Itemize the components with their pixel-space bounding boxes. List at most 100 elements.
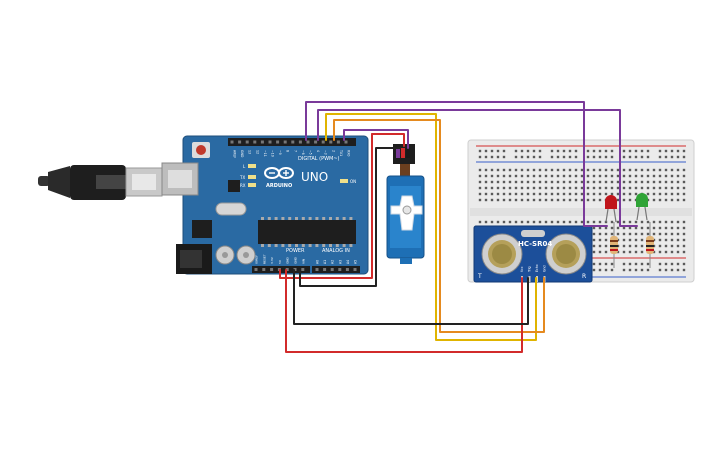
wire-red-5v — [285, 269, 523, 353]
wire-yellow-trig — [325, 113, 537, 341]
breadboard-hole — [646, 180, 650, 184]
breadboard-hole — [592, 268, 596, 272]
digital-pin-hole — [329, 140, 333, 144]
breadboard-hole — [598, 192, 602, 196]
breadboard-hole — [628, 192, 632, 196]
breadboard-hole — [508, 180, 512, 184]
breadboard-hole — [682, 198, 686, 202]
breadboard-hole — [676, 232, 680, 236]
breadboard-hole — [598, 250, 602, 254]
breadboard-hole — [580, 220, 584, 224]
breadboard-hole — [634, 250, 638, 254]
breadboard-hole — [598, 226, 602, 230]
breadboard-hole — [568, 192, 572, 196]
breadboard-hole — [628, 198, 632, 202]
breadboard-hole — [676, 192, 680, 196]
breadboard-hole — [622, 149, 626, 153]
breadboard-hole — [652, 186, 656, 190]
breadboard-hole — [496, 198, 500, 202]
breadboard-hole — [628, 220, 632, 224]
breadboard-hole — [484, 220, 488, 224]
breadboard-hole — [502, 198, 506, 202]
led-tx-label: TX — [239, 175, 245, 180]
breadboard-hole — [616, 226, 620, 230]
breadboard-hole — [568, 168, 572, 172]
breadboard-hole — [502, 149, 506, 153]
breadboard-hole — [496, 149, 500, 153]
breadboard-hole — [544, 186, 548, 190]
breadboard-hole — [544, 220, 548, 224]
power-pin-label: IOREF — [255, 255, 259, 264]
breadboard-hole — [526, 198, 530, 202]
breadboard-hole — [646, 268, 650, 272]
breadboard-hole — [598, 244, 602, 248]
breadboard-hole — [484, 180, 488, 184]
breadboard-hole — [490, 180, 494, 184]
power-pin-hole — [301, 268, 305, 271]
breadboard-hole — [682, 180, 686, 184]
breadboard-hole — [682, 186, 686, 190]
digital-pin-label: 13 — [248, 150, 252, 154]
breadboard-hole — [496, 220, 500, 224]
breadboard-hole — [622, 262, 626, 266]
breadboard-hole — [574, 198, 578, 202]
breadboard-hole — [628, 238, 632, 242]
breadboard-hole — [496, 174, 500, 178]
breadboard-hole — [520, 220, 524, 224]
breadboard-hole — [670, 268, 674, 272]
breadboard-hole — [682, 226, 686, 230]
digital-pin-hole — [283, 140, 287, 144]
breadboard-hole — [592, 180, 596, 184]
breadboard-hole — [658, 186, 662, 190]
board-model-text: UNO — [301, 170, 328, 184]
digital-pin-hole — [291, 140, 295, 144]
breadboard-hole — [640, 268, 644, 272]
breadboard-hole — [526, 174, 530, 178]
breadboard-hole — [568, 186, 572, 190]
breadboard-hole — [664, 174, 668, 178]
breadboard-hole — [484, 155, 488, 159]
led-rx-label: RX — [240, 183, 246, 188]
breadboard-hole — [598, 186, 602, 190]
resistor-2 — [646, 222, 654, 268]
breadboard-hole — [520, 155, 524, 159]
breadboard-hole — [514, 198, 518, 202]
breadboard-hole — [658, 268, 662, 272]
resistor-1 — [610, 222, 618, 268]
breadboard-hole — [682, 174, 686, 178]
breadboard-hole — [628, 268, 632, 272]
breadboard-hole — [532, 192, 536, 196]
analog-header-label: ANALOG IN — [322, 248, 350, 254]
digital-pin-label: ~9 — [278, 150, 282, 155]
breadboard-hole — [610, 180, 614, 184]
breadboard-hole — [652, 180, 656, 184]
breadboard-hole — [598, 180, 602, 184]
breadboard-hole — [604, 250, 608, 254]
power-pin-hole — [293, 268, 297, 271]
breadboard-hole — [592, 174, 596, 178]
breadboard-hole — [562, 149, 566, 153]
breadboard-hole — [508, 220, 512, 224]
breadboard-hole — [676, 238, 680, 242]
breadboard-hole — [526, 186, 530, 190]
breadboard-hole — [526, 220, 530, 224]
breadboard-hole — [628, 250, 632, 254]
breadboard-hole — [550, 198, 554, 202]
breadboard-hole — [664, 180, 668, 184]
breadboard-hole — [586, 174, 590, 178]
breadboard-hole — [574, 155, 578, 159]
wire-purple-red-led — [305, 101, 608, 227]
breadboard-hole — [592, 155, 596, 159]
breadboard-hole — [610, 168, 614, 172]
breadboard-hole — [682, 250, 686, 254]
breadboard-hole — [574, 180, 578, 184]
breadboard-hole — [610, 232, 614, 236]
breadboard-hole — [544, 192, 548, 196]
breadboard-hole — [484, 192, 488, 196]
breadboard-hole — [478, 220, 482, 224]
breadboard-hole — [598, 174, 602, 178]
breadboard-hole — [664, 155, 668, 159]
digital-pin-hole — [298, 140, 302, 144]
